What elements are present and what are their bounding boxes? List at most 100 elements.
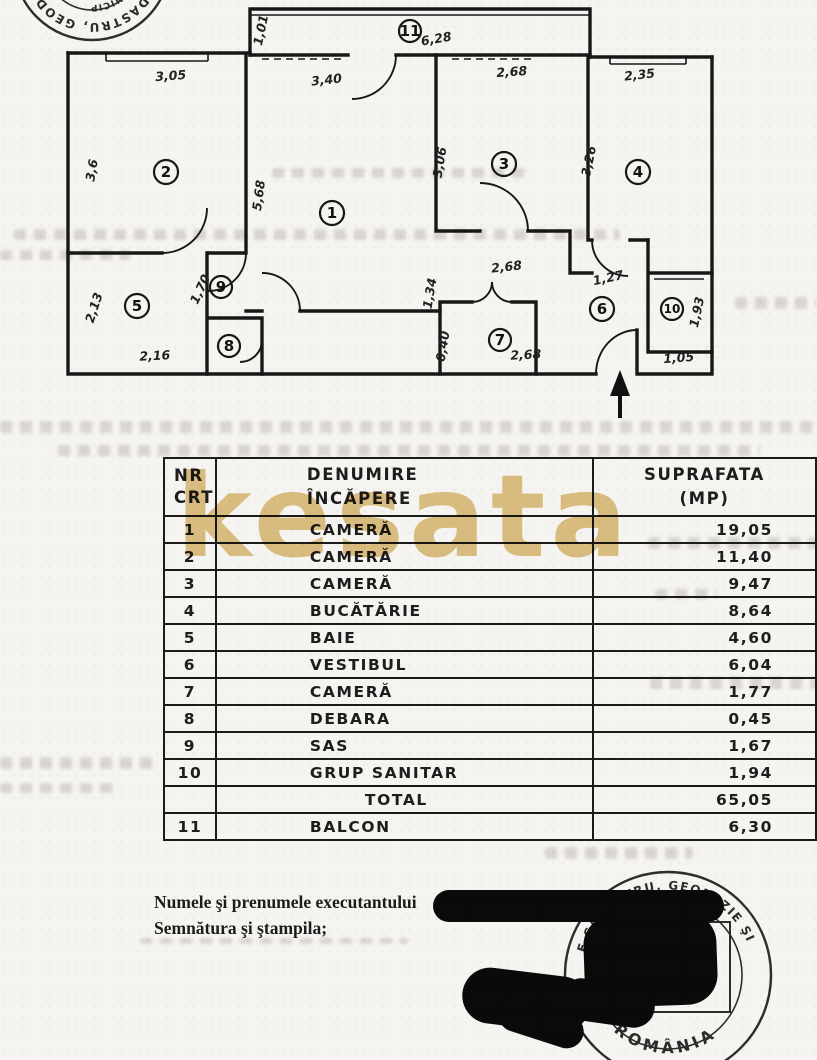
ghost-text-band	[0, 757, 160, 769]
room-number-label: 7	[487, 327, 513, 353]
dimension-label: 1,93	[686, 295, 707, 328]
room-number-label: 4	[624, 158, 652, 186]
cell-area: 9,47	[591, 569, 817, 598]
cell-area: 1,94	[591, 758, 817, 787]
svg-text:5: 5	[132, 297, 142, 315]
footer-text: Numele şi prenumele executantului Semnăt…	[154, 889, 417, 941]
cell-area: 11,40	[591, 542, 817, 571]
dimension-label: 2,68	[510, 346, 542, 363]
ghost-text-band	[0, 783, 118, 793]
room-number-label: 2	[152, 158, 180, 186]
svg-text:2: 2	[161, 163, 171, 181]
room-number-label: 9	[208, 274, 234, 300]
dimension-label: 3,26	[578, 144, 599, 178]
svg-text:1: 1	[327, 204, 337, 222]
cell-name: CAMERĂ	[214, 542, 594, 571]
entrance-arrow	[610, 370, 630, 418]
cell-name: SAS	[214, 731, 594, 760]
ghost-text-band	[0, 250, 130, 260]
cell-area: 4,60	[591, 623, 817, 652]
ghost-text-band	[58, 445, 760, 456]
cell-name: BUCĂTĂRIE	[214, 596, 594, 625]
cell-nr: 1	[163, 515, 217, 544]
room-number-label: 5	[123, 292, 151, 320]
cell-name: CAMERĂ	[214, 569, 594, 598]
cell-name: CAMERĂ	[214, 677, 594, 706]
dimension-label: 3,06	[430, 145, 450, 178]
header-suprafata: SUPRAFATA(MP)	[591, 457, 817, 517]
dimension-label: 2,16	[139, 347, 171, 364]
cell-area: 6,04	[591, 650, 817, 679]
signature-label: Semnătura şi ştampila;	[154, 918, 328, 938]
svg-text:7: 7	[495, 331, 505, 349]
cell-nr: 10	[163, 758, 217, 787]
cell-area: 8,64	[591, 596, 817, 625]
cell-area: 0,45	[591, 704, 817, 733]
dimension-label: 0,40	[433, 329, 453, 362]
cell-nr: 5	[163, 623, 217, 652]
dimension-label: 2,68	[490, 257, 523, 275]
dimension-label: 1,01	[250, 13, 271, 46]
ghost-text-band	[0, 421, 817, 433]
dimension-label: 1,34	[420, 277, 440, 310]
ghost-text-band	[272, 168, 528, 178]
executant-label: Numele şi prenumele executantului	[154, 892, 417, 912]
room-number-label: 11	[397, 18, 423, 44]
dimension-label: 3,40	[310, 70, 343, 88]
svg-text:9: 9	[216, 278, 226, 296]
room-number-label: 8	[216, 333, 242, 359]
cell-name: DEBARA	[214, 704, 594, 733]
cell-name: BALCON	[214, 812, 594, 841]
cell-nr	[163, 785, 217, 814]
door-arcs	[161, 54, 638, 375]
cell-area: 6,30	[591, 812, 817, 841]
cell-name: VESTIBUL	[214, 650, 594, 679]
cell-name: GRUP SANITAR	[214, 758, 594, 787]
dimension-label: 2,13	[82, 291, 106, 325]
svg-text:11: 11	[400, 22, 421, 40]
cell-name: TOTAL	[214, 785, 594, 814]
ghost-text-band	[14, 229, 620, 240]
cell-nr: 3	[163, 569, 217, 598]
top-left-stamp: ADASTRU, GEOD UNICIP	[22, 0, 162, 42]
room-number-label: 1	[318, 199, 346, 227]
ghost-text-band	[545, 847, 693, 859]
watermark: kesata	[176, 450, 633, 583]
cell-area: 19,05	[591, 515, 817, 544]
cell-nr: 9	[163, 731, 217, 760]
dimension-label: 1,27	[591, 267, 625, 288]
cell-nr: 2	[163, 542, 217, 571]
cell-area: 1,67	[591, 731, 817, 760]
room-number-label: 10	[659, 296, 685, 322]
cell-area: 1,77	[591, 677, 817, 706]
dimension-label: 5,68	[249, 179, 268, 212]
svg-text:10: 10	[664, 302, 681, 316]
room-number-label: 3	[490, 150, 518, 178]
dimension-label: 3,6	[82, 158, 101, 183]
svg-text:3: 3	[499, 155, 509, 173]
dimension-label: 2,35	[623, 65, 656, 83]
ghost-text-band	[140, 938, 408, 944]
room-number-label: 6	[588, 295, 616, 323]
dimension-label: 3,05	[155, 67, 187, 84]
cell-nr: 7	[163, 677, 217, 706]
cell-area: 65,05	[591, 785, 817, 814]
cell-name: CAMERĂ	[214, 515, 594, 544]
ghost-text-band	[735, 297, 817, 309]
